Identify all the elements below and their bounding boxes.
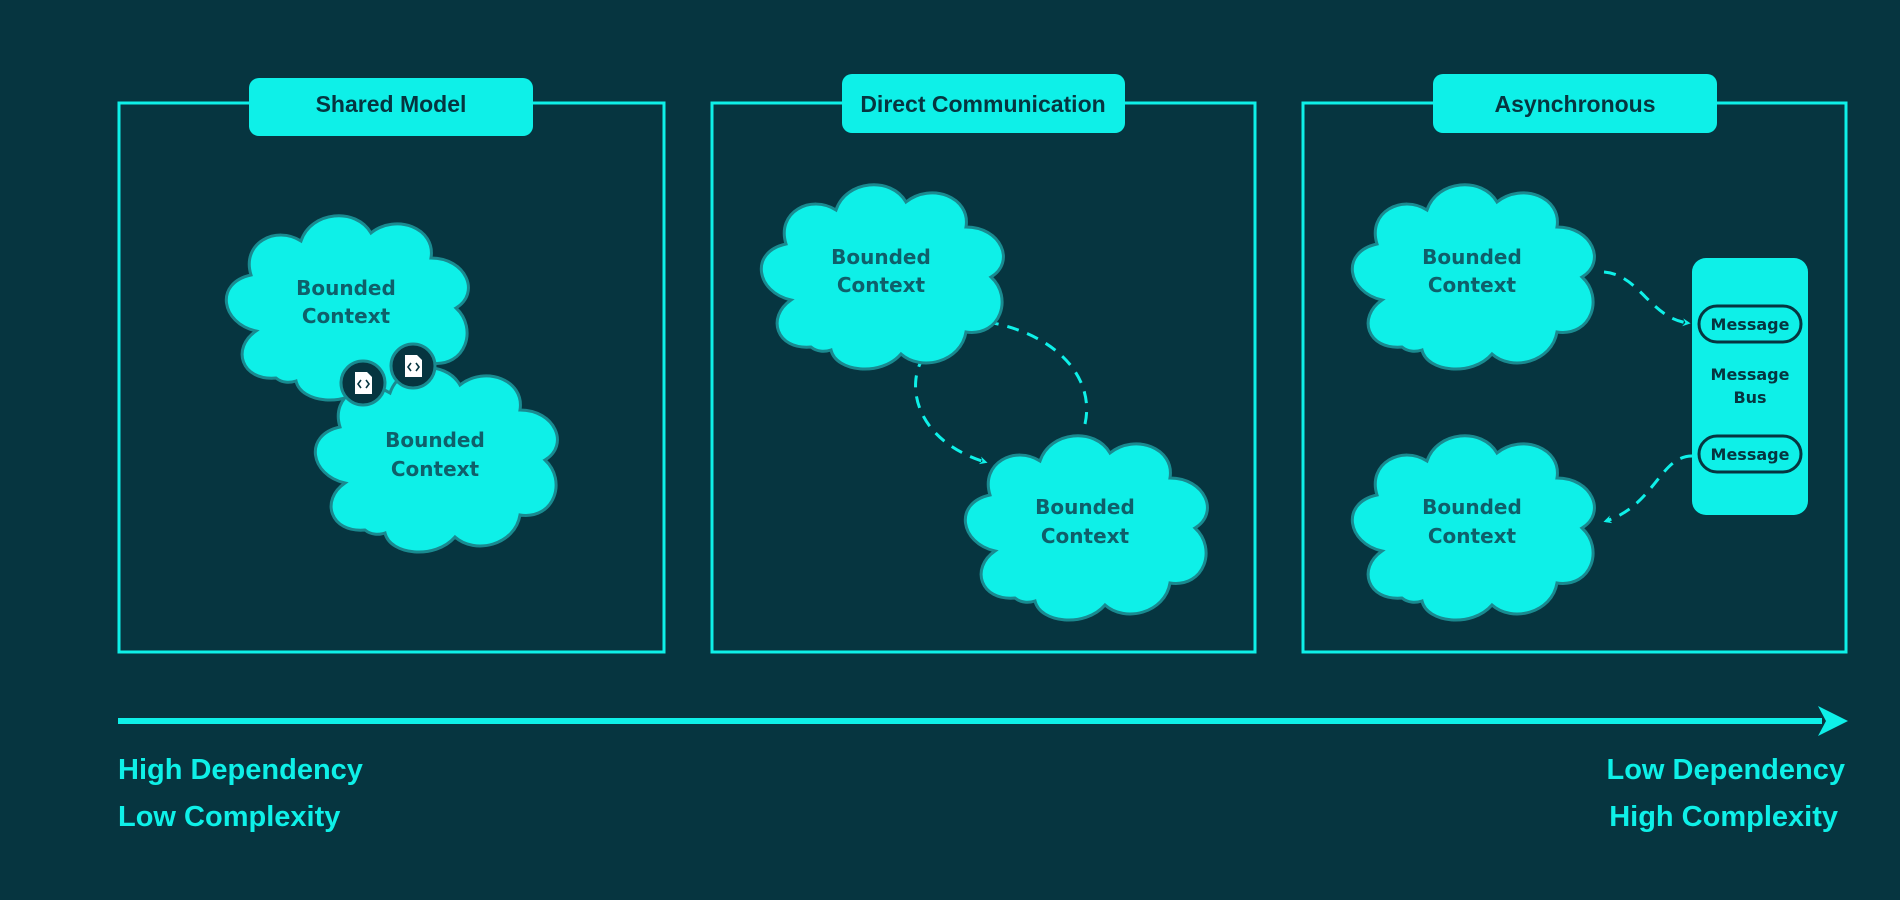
dependency-axis: High Dependency Low Complexity Low Depen… <box>118 706 1848 833</box>
axis-right-label-line2: High Complexity <box>1609 801 1838 833</box>
panel-title-badge <box>249 78 533 136</box>
bounded-context-cloud: Bounded Context <box>963 434 1209 622</box>
dashed-arrow <box>985 319 1089 425</box>
bounded-context-cloud: Bounded Context <box>759 183 1005 371</box>
message-bus: Message Message Bus Message <box>1692 258 1808 515</box>
panel-title: Direct Communication <box>860 91 1105 117</box>
cloud-label-line2: Context <box>1041 524 1130 548</box>
message-bus-box <box>1692 258 1808 515</box>
dashed-arrow <box>1603 270 1691 327</box>
axis-left-label-line1: High Dependency <box>118 754 363 786</box>
axis-arrowhead <box>1818 706 1848 736</box>
message-bus-label-line1: Message <box>1711 365 1790 384</box>
cloud-label-line2: Context <box>1428 273 1517 297</box>
message-pill-label: Message <box>1711 445 1790 464</box>
cloud-label-line1: Bounded <box>1422 245 1522 269</box>
axis-right-label-line1: Low Dependency <box>1607 754 1846 786</box>
panel-title: Shared Model <box>316 91 467 117</box>
cloud-label-line1: Bounded <box>831 245 931 269</box>
dashed-arrow <box>1603 454 1693 524</box>
panel-asynchronous: Asynchronous Bounded Context Bounded Con… <box>1301 74 1848 654</box>
cloud-label-line1: Bounded <box>1035 495 1135 519</box>
message-pill <box>1697 304 1803 344</box>
cloud-label-line1: Bounded <box>296 276 396 300</box>
bounded-context-cloud: Bounded Context <box>313 366 559 554</box>
message-pill <box>1697 434 1803 474</box>
panel-direct-communication: Direct Communication Bounded Context Bou… <box>710 74 1257 654</box>
cloud-label-line2: Context <box>1428 524 1517 548</box>
panel-title: Asynchronous <box>1494 91 1655 117</box>
cloud-label-line2: Context <box>302 304 391 328</box>
message-bus-label-line2: Bus <box>1733 388 1766 407</box>
message-pill-label: Message <box>1711 315 1790 334</box>
panel-shared-model: Shared Model Bounded Context Bounded Con… <box>117 78 666 654</box>
bounded-context-cloud: Bounded Context <box>1350 434 1596 622</box>
dashed-arrow <box>914 355 988 465</box>
cloud-label-line1: Bounded <box>385 428 485 452</box>
code-file-icon <box>339 359 387 407</box>
cloud-label-line2: Context <box>391 457 480 481</box>
bounded-context-cloud: Bounded Context <box>1350 183 1596 371</box>
panel-title-badge <box>842 74 1125 133</box>
cloud-label-line2: Context <box>837 273 926 297</box>
cloud-label-line1: Bounded <box>1422 495 1522 519</box>
axis-left-label-line2: Low Complexity <box>118 801 340 833</box>
panel-title-badge <box>1433 74 1717 133</box>
bounded-context-cloud: Bounded Context <box>224 214 470 402</box>
code-file-icon <box>389 342 437 390</box>
